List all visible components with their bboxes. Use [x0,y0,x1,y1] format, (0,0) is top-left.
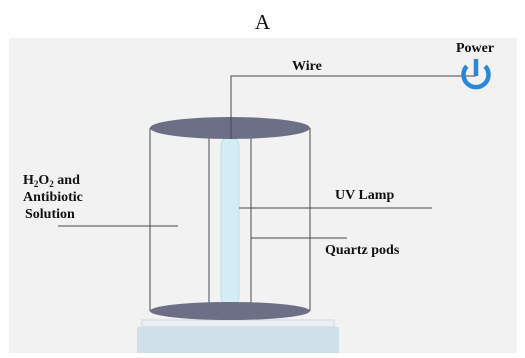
solution-label-line1: H2O2 and [23,173,80,189]
wire [230,75,476,139]
cylinder-bottom [150,302,310,320]
stand-base [137,327,339,353]
solution-label-line3: Solution [25,207,75,222]
stand-top [141,319,335,328]
wire-label: Wire [292,59,322,74]
uv-lamp-label: UV Lamp [335,188,395,203]
quartz-pods-label: Quartz pods [325,243,400,258]
power-label: Power [456,41,495,56]
panel-letter: A [254,10,271,34]
power-icon [461,59,491,90]
uv-lamp [220,136,240,307]
diagram-background [9,38,517,353]
solution-label-line2: Antibiotic [23,190,83,205]
cylinder-lid [150,117,310,139]
solution-label: H2O2 and Antibiotic Solution [23,172,83,223]
